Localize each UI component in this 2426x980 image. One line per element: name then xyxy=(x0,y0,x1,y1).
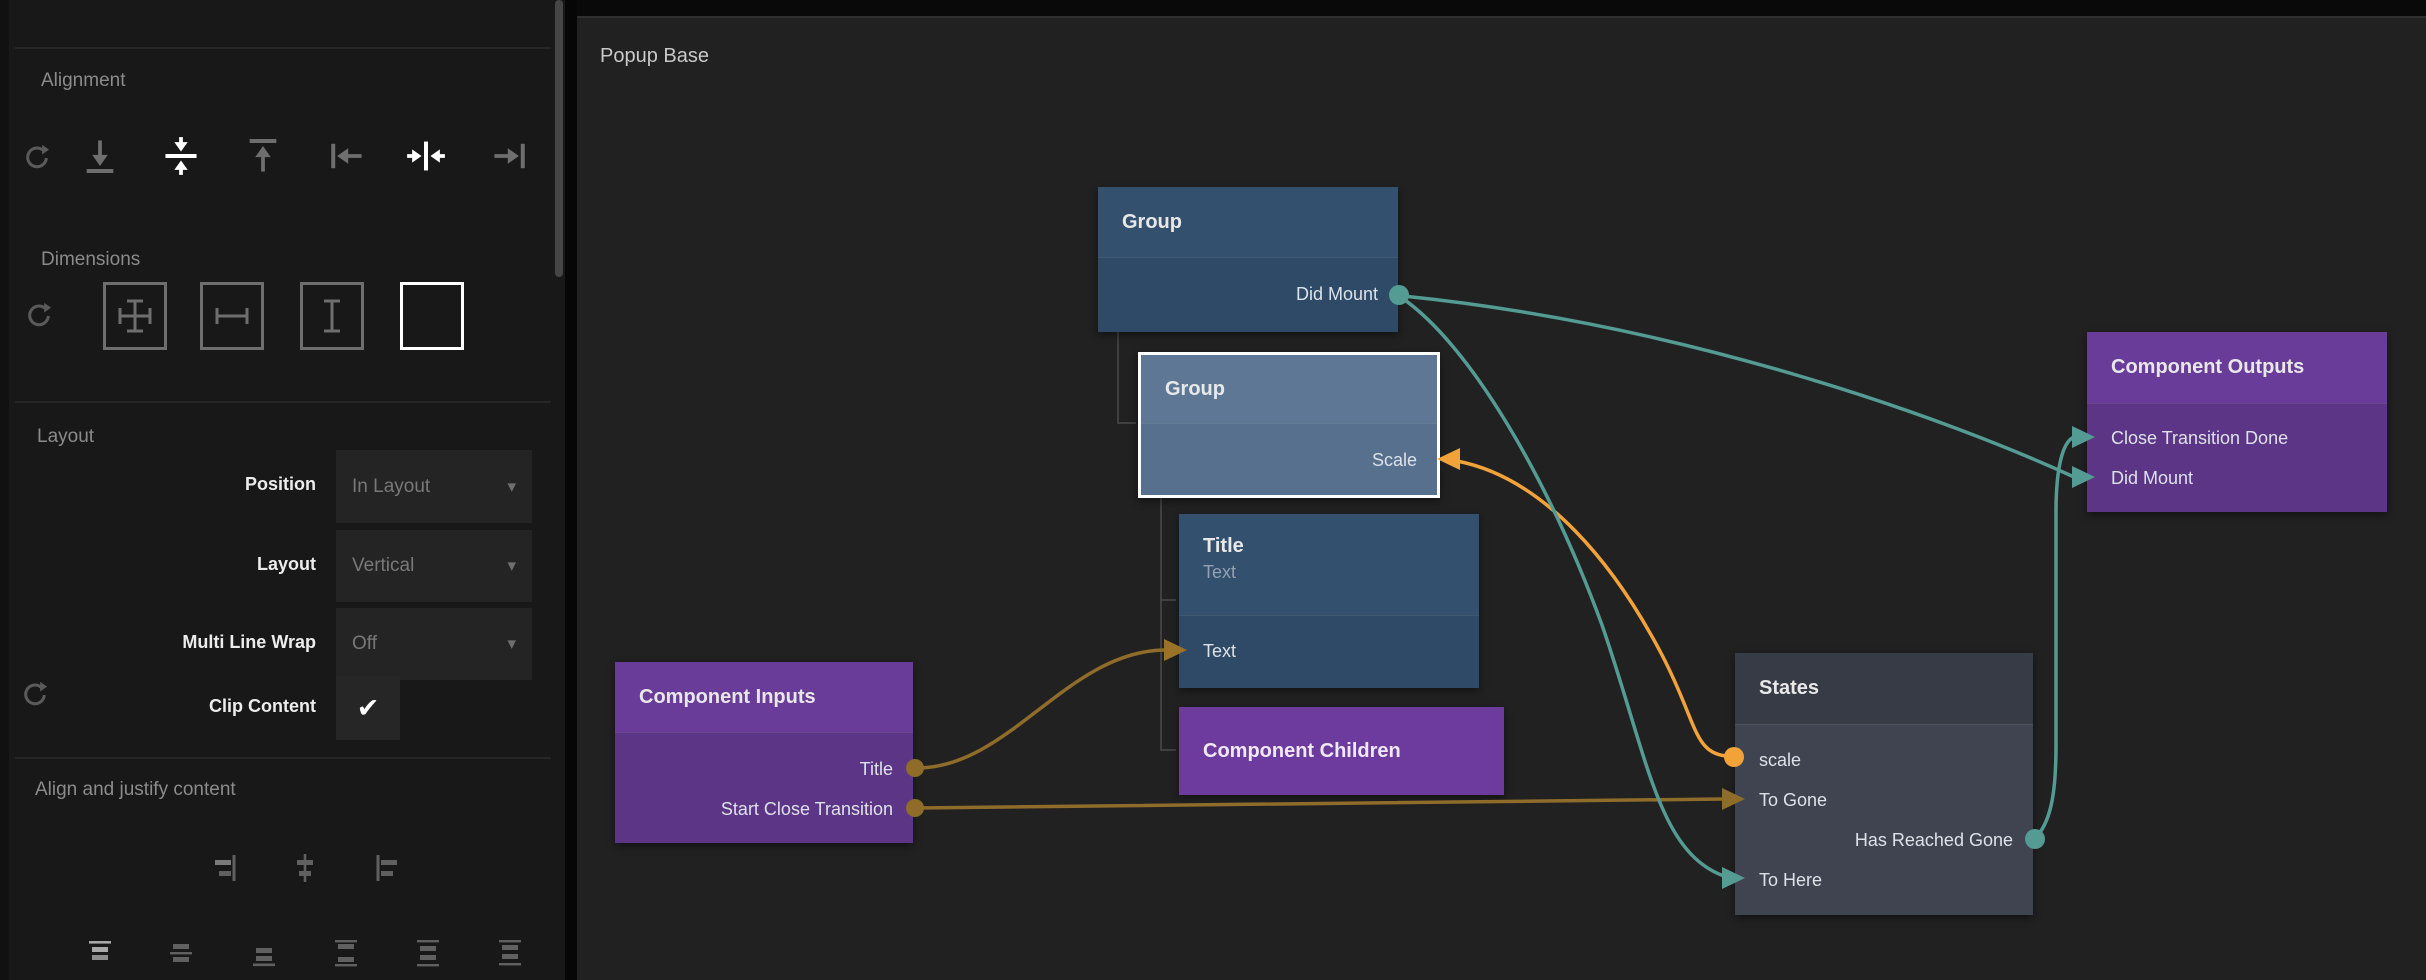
wire-didmount-to-didmount[interactable] xyxy=(1401,294,2076,479)
node-title-text[interactable]: Title Text Text xyxy=(1179,514,1479,688)
wire-scale-to-scale[interactable] xyxy=(1455,459,1728,758)
multi-line-wrap-label: Multi Line Wrap xyxy=(182,632,316,652)
clip-content-label: Clip Content xyxy=(209,696,316,716)
output-start-close-transition[interactable]: Start Close Transition xyxy=(720,799,893,819)
size-none-icon[interactable] xyxy=(400,282,464,350)
clip-content-checkbox[interactable]: ✔ xyxy=(336,676,400,740)
wire-didmount-to-tohere[interactable] xyxy=(1400,296,1726,878)
justify-center-icon[interactable] xyxy=(165,937,197,969)
input-close-transition-done[interactable]: Close Transition Done xyxy=(2111,428,2289,448)
properties-sidebar: Alignment Dimensions xyxy=(0,0,565,980)
size-height-icon[interactable] xyxy=(300,282,364,350)
section-title-layout: Layout xyxy=(37,426,95,447)
node-title: Component Inputs xyxy=(615,662,913,732)
output-title[interactable]: Title xyxy=(859,759,893,779)
sidebar-left-edge xyxy=(0,0,9,980)
multi-line-wrap-value: Off xyxy=(352,633,377,654)
layout-dropdown[interactable]: Vertical ▾ xyxy=(336,530,532,602)
align-bottom-icon[interactable] xyxy=(78,134,122,178)
input-to-here[interactable]: To Here xyxy=(1759,870,1823,890)
input-did-mount[interactable]: Did Mount xyxy=(2111,468,2194,488)
wire-title-to-text[interactable] xyxy=(915,648,1168,770)
chevron-down-icon: ▾ xyxy=(507,634,516,653)
multi-line-wrap-dropdown[interactable]: Off ▾ xyxy=(336,608,532,680)
justify-space-evenly-icon[interactable] xyxy=(494,937,526,969)
chevron-down-icon: ▾ xyxy=(507,556,516,575)
input-scale[interactable]: Scale xyxy=(1371,450,1417,470)
position-label: Position xyxy=(245,474,316,494)
align-left-icon[interactable] xyxy=(324,134,368,178)
node-group-selected[interactable]: Group Scale xyxy=(1138,352,1440,498)
component-breadcrumb: Popup Base xyxy=(600,45,709,67)
justify-end-icon[interactable] xyxy=(248,937,280,969)
align-content-start-icon[interactable] xyxy=(370,850,406,886)
reset-icon[interactable] xyxy=(21,142,53,174)
section-divider xyxy=(15,401,551,403)
align-top-icon[interactable] xyxy=(241,134,285,178)
node-title: Group xyxy=(1141,355,1437,423)
input-text[interactable]: Text xyxy=(1203,641,1237,661)
layout-value: Vertical xyxy=(352,555,415,576)
node-component-outputs[interactable]: Component Outputs Close Transition Done … xyxy=(2087,332,2387,512)
section-divider xyxy=(15,47,551,49)
canvas-top-strip xyxy=(577,0,2426,16)
output-scale[interactable]: scale xyxy=(1759,750,1802,770)
size-both-icon[interactable] xyxy=(103,282,167,350)
size-width-icon[interactable] xyxy=(200,282,264,350)
node-title: Component Children xyxy=(1203,739,1401,762)
node-title: Title xyxy=(1203,535,1244,557)
align-content-center-icon[interactable] xyxy=(287,850,323,886)
section-title-alignment: Alignment xyxy=(41,70,126,91)
wire-hasreachedgone-to-closetransitiondone[interactable] xyxy=(2036,435,2076,837)
justify-space-between-icon[interactable] xyxy=(330,937,362,969)
position-value: In Layout xyxy=(352,475,431,497)
align-right-icon[interactable] xyxy=(488,134,532,178)
section-divider xyxy=(15,757,551,759)
node-component-children[interactable]: Component Children xyxy=(1179,707,1504,795)
align-center-horizontal-icon[interactable] xyxy=(404,134,448,178)
chevron-down-icon: ▾ xyxy=(507,476,516,496)
sidebar-scrollbar[interactable] xyxy=(555,0,563,277)
node-component-inputs[interactable]: Component Inputs Title Start Close Trans… xyxy=(615,662,913,843)
justify-start-icon[interactable] xyxy=(84,937,116,969)
align-content-end-icon[interactable] xyxy=(206,850,242,886)
position-dropdown[interactable]: In Layout ▾ xyxy=(336,450,532,523)
node-group[interactable]: Group Did Mount xyxy=(1098,187,1398,332)
node-title: Component Outputs xyxy=(2087,332,2387,403)
output-did-mount[interactable]: Did Mount xyxy=(1295,284,1378,304)
output-has-reached-gone[interactable]: Has Reached Gone xyxy=(1854,830,2013,850)
wire-startclose-to-togone[interactable] xyxy=(915,797,1726,810)
reset-icon[interactable] xyxy=(23,300,55,332)
node-title: States xyxy=(1735,653,2033,724)
node-states[interactable]: States scale To Gone Has Reached Gone To… xyxy=(1735,653,2033,915)
section-title-dimensions: Dimensions xyxy=(41,249,141,270)
check-icon: ✔ xyxy=(356,692,380,723)
layout-label: Layout xyxy=(256,554,316,574)
align-center-vertical-icon[interactable] xyxy=(159,134,203,178)
node-subtitle: Text xyxy=(1203,562,1237,582)
node-title: Group xyxy=(1098,187,1398,257)
input-to-gone[interactable]: To Gone xyxy=(1759,790,1828,810)
panel-divider[interactable] xyxy=(565,0,577,980)
section-title-align-justify: Align and justify content xyxy=(35,779,236,800)
reset-icon[interactable] xyxy=(19,679,51,711)
justify-space-around-icon[interactable] xyxy=(412,937,444,969)
